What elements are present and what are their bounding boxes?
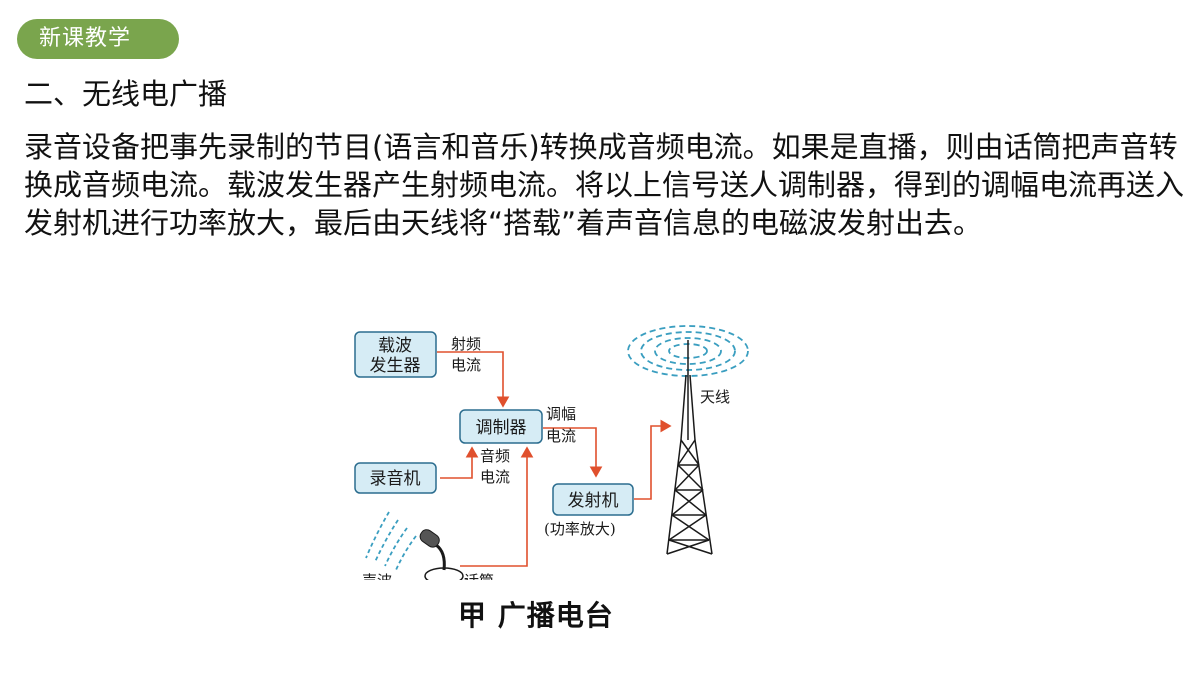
transmitter-label: 发射机 bbox=[568, 491, 619, 511]
recorder-box bbox=[354, 462, 437, 494]
body-paragraph: 录音设备把事先录制的节目(语言和音乐)转换成音频电流。如果是直播，则由话筒把声音… bbox=[24, 130, 1185, 240]
audio-current-label-1: 音频 bbox=[480, 447, 510, 465]
modulator-box bbox=[459, 409, 543, 444]
antenna-label: 天线 bbox=[700, 388, 730, 406]
carrier-generator-label-2: 发生器 bbox=[370, 356, 421, 376]
modulator-label: 调制器 bbox=[476, 418, 527, 438]
figure-caption: 甲 广播电台 bbox=[458, 599, 614, 632]
rf-current-label-1: 射频 bbox=[451, 335, 481, 353]
microphone-label: 话筒 bbox=[464, 572, 494, 580]
transmitter-box bbox=[552, 483, 634, 516]
carrier-generator-box bbox=[354, 331, 437, 378]
am-current-label-1: 调幅 bbox=[546, 405, 576, 423]
sound-wave-icon bbox=[365, 511, 417, 571]
audio-current-label-2: 电流 bbox=[480, 468, 510, 486]
am-current-label-2: 电流 bbox=[546, 427, 576, 445]
antenna-tower-icon bbox=[666, 340, 713, 555]
section-heading: 二、无线电广播 bbox=[24, 77, 228, 111]
power-amplify-label: (功率放大) bbox=[544, 520, 616, 538]
microphone-icon bbox=[419, 529, 464, 580]
sound-wave-label: 声波 bbox=[362, 572, 392, 580]
rf-current-label-2: 电流 bbox=[451, 356, 481, 374]
carrier-generator-label-1: 载波 bbox=[378, 336, 412, 356]
signal-arrows bbox=[437, 351, 672, 567]
section-tag: 新课教学 bbox=[17, 19, 179, 59]
recorder-label: 录音机 bbox=[370, 469, 421, 489]
broadcast-station-diagram: 载波 发生器 调制器 录音机 发射机 射频 电流 调幅 电流 音频 电流 (功率… bbox=[354, 325, 749, 580]
